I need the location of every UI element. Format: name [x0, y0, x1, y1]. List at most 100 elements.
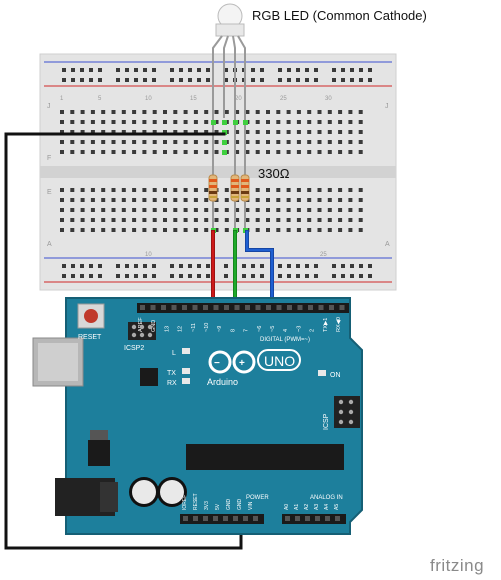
header-socket — [203, 305, 208, 310]
icsp-pin — [348, 409, 354, 415]
breadboard-hole — [296, 120, 301, 124]
rail-hole — [89, 274, 93, 278]
breadboard-hole — [70, 228, 75, 232]
breadboard-hole — [235, 110, 240, 114]
breadboard-hole — [348, 150, 353, 154]
digital-pin-label: ~5 — [270, 326, 276, 332]
breadboard-hole — [121, 208, 126, 212]
breadboard-hole — [152, 198, 157, 202]
breadboard-hole — [348, 120, 353, 124]
breadboard-hole — [163, 208, 167, 212]
terminal-holes — [60, 110, 363, 232]
breadboard-hole — [173, 150, 178, 154]
rail-hole — [206, 78, 210, 82]
rail-hole — [341, 78, 345, 82]
icsp2-pin — [131, 332, 137, 338]
arduino-logo — [208, 350, 256, 374]
breadboard-hole — [296, 130, 301, 134]
breadboard-hole — [307, 130, 312, 134]
breadboard-hole — [276, 218, 281, 222]
breadboard-hole — [193, 110, 198, 114]
digital-pin-label: TX▶1 — [323, 318, 329, 332]
rail-hole — [206, 68, 210, 72]
svg-text:−: − — [214, 358, 220, 369]
breadboard-hole — [255, 120, 260, 124]
rail-hole — [89, 264, 93, 268]
icsp-pin — [348, 419, 354, 425]
breadboard-hole — [193, 228, 198, 232]
analog-pin-label: A3 — [314, 504, 320, 510]
breadboard-hole — [235, 150, 240, 154]
breadboard-hole — [183, 198, 188, 202]
breadboard-hole — [276, 150, 281, 154]
icsp2-pin — [139, 324, 145, 330]
icsp-label: ICSP — [323, 413, 330, 430]
breadboard-hole — [338, 150, 343, 154]
breadboard-hole — [142, 198, 147, 202]
breadboard-hole — [121, 150, 126, 154]
breadboard-hole — [193, 208, 198, 212]
breadboard-hole — [296, 198, 301, 202]
breadboard-hole — [193, 198, 198, 202]
breadboard-hole — [152, 140, 157, 144]
breadboard-hole — [327, 110, 332, 114]
digital-pin-label: AREF — [138, 317, 144, 332]
breadboard-hole — [286, 140, 291, 144]
breadboard-hole — [111, 218, 116, 222]
reset-button[interactable] — [77, 303, 105, 329]
rail-hole — [125, 274, 129, 278]
breadboard-hole — [101, 150, 106, 154]
breadboard-hole — [111, 198, 116, 202]
breadboard-hole — [90, 218, 95, 222]
breadboard-hole — [121, 218, 126, 222]
header-socket — [203, 516, 208, 521]
breadboard-hole — [348, 188, 353, 192]
rail-hole — [143, 264, 147, 268]
breadboard-hole — [204, 140, 209, 144]
rail-hole — [188, 264, 192, 268]
header-socket — [287, 305, 292, 310]
breadboard-hole — [358, 140, 363, 144]
breadboard-hole — [173, 188, 178, 192]
breadboard-hole — [173, 110, 178, 114]
digital-pin-label: 13 — [164, 326, 170, 332]
breadboard-hole — [338, 130, 343, 134]
breadboard-hole — [204, 130, 209, 134]
breadboard-hole — [142, 188, 147, 192]
breadboard-hole — [90, 140, 95, 144]
breadboard-hole — [255, 188, 260, 192]
digital-pin-label: ~10 — [204, 323, 210, 332]
breadboard-hole — [317, 120, 322, 124]
rail-hole — [98, 68, 102, 72]
led-title-label: RGB LED (Common Cathode) — [252, 8, 427, 23]
breadboard-hole — [163, 130, 167, 134]
breadboard-hole — [142, 218, 147, 222]
rail-hole — [62, 274, 66, 278]
breadboard-hole — [101, 140, 106, 144]
breadboard-hole — [214, 120, 219, 124]
rail-hole — [224, 274, 228, 278]
breadboard-hole — [255, 130, 260, 134]
digital-pin-label: 7 — [244, 329, 250, 332]
header-socket — [213, 516, 218, 521]
rail-hole — [350, 78, 354, 82]
rail-hole — [305, 78, 309, 82]
breadboard-hole — [204, 120, 209, 124]
rail-hole — [251, 78, 255, 82]
breadboard-hole — [183, 188, 188, 192]
capacitors — [129, 477, 187, 507]
arduino-uno-board: RESET ICSP2 ICSP L TX RX ON − + UNO Ardu… — [32, 297, 363, 535]
breadboard-hole — [80, 208, 85, 212]
icsp-header — [334, 396, 360, 428]
header-socket — [318, 305, 324, 310]
header-socket — [305, 516, 310, 521]
wires — [4, 132, 274, 550]
rail-hole — [350, 68, 354, 72]
rail-hole — [260, 68, 264, 72]
breadboard-hole — [338, 110, 343, 114]
breadboard-hole — [286, 150, 291, 154]
icsp2-pin — [139, 332, 145, 338]
breadboard-hole — [90, 120, 95, 124]
breadboard-hole — [142, 150, 147, 154]
